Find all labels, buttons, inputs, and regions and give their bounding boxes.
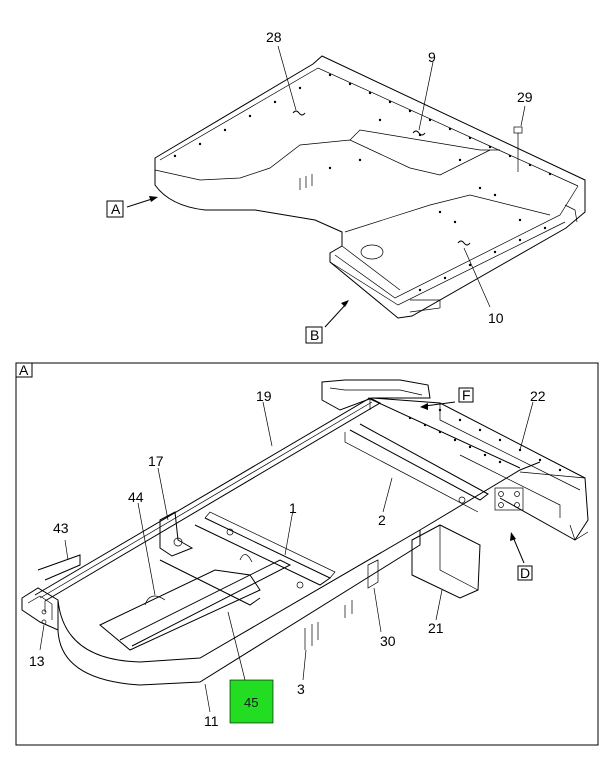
view-tag-a: A (111, 201, 121, 217)
callout-28: 28 (266, 29, 282, 45)
fastener-icon (513, 126, 523, 172)
view-tag-b: B (310, 327, 319, 343)
detail-frame (15, 362, 599, 746)
callout-1: 1 (289, 500, 297, 516)
callout-43: 43 (53, 520, 69, 536)
callout-30: 30 (380, 633, 396, 649)
callout-11: 11 (204, 713, 219, 729)
callout-3: 3 (297, 681, 305, 697)
highlighted-callout-box[interactable] (229, 679, 274, 724)
view-tag-box (305, 326, 323, 344)
callout-9: 9 (428, 49, 436, 65)
view-tag-d: D (520, 565, 530, 581)
top-panel-assembly (154, 55, 586, 319)
view-tag-box (517, 565, 533, 581)
callout-21: 21 (428, 620, 444, 636)
view-tag-f: F (462, 387, 471, 403)
detail-frame-tag (15, 362, 33, 378)
rivet-points (173, 73, 552, 292)
callout-29: 29 (517, 89, 533, 105)
callout-17: 17 (148, 453, 164, 469)
detail-frame-label: A (19, 362, 29, 378)
callout-13: 13 (29, 653, 45, 669)
callout-10: 10 (488, 310, 504, 326)
callout-44: 44 (128, 489, 144, 505)
view-tag-box (106, 200, 124, 218)
callout-2: 2 (378, 512, 386, 528)
frame-assembly (21, 379, 589, 686)
callout-45: 45 (244, 695, 258, 710)
callout-19: 19 (256, 388, 272, 404)
view-tag-box (458, 387, 474, 403)
callout-22: 22 (530, 388, 546, 404)
